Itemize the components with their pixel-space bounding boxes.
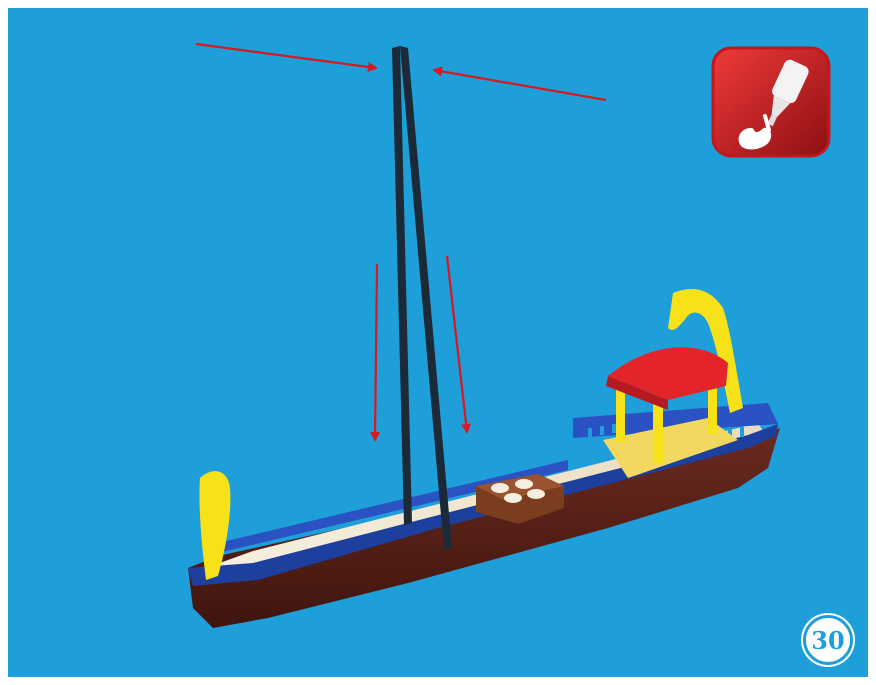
step-number: 30 — [811, 626, 844, 655]
step-number-badge: 30 — [803, 615, 853, 665]
arrow-top-left — [196, 44, 376, 68]
glue-bottle-icon — [711, 46, 831, 158]
arrow-down-right — [447, 256, 467, 432]
instruction-panel: 30 — [8, 8, 868, 677]
glue-badge — [711, 46, 831, 158]
arrow-top-right — [434, 70, 606, 100]
arrow-down-left — [375, 264, 377, 440]
